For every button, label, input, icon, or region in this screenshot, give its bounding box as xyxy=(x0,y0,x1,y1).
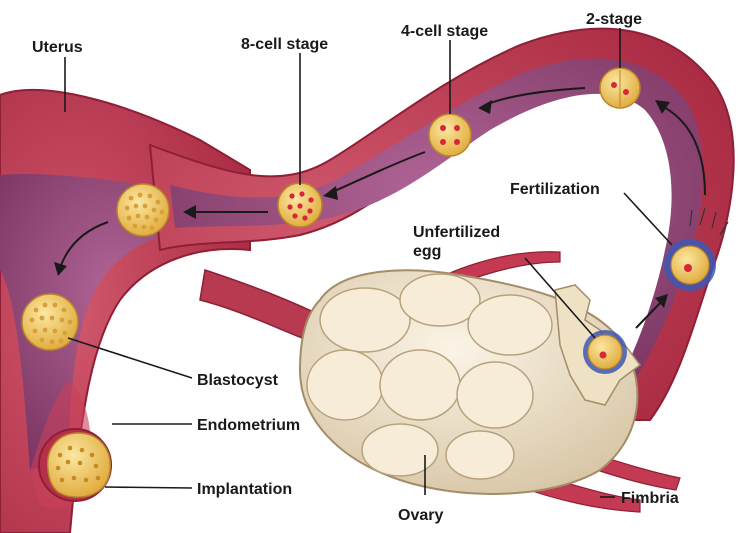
implanted-embryo xyxy=(39,429,111,501)
implantation-label: Implantation xyxy=(197,481,292,498)
blastocyst xyxy=(22,294,78,350)
eight-cell-stage-label: 8-cell stage xyxy=(241,36,328,53)
two-stage-label: 2-stage xyxy=(586,11,642,28)
unfertilized-egg-label-line1: Unfertilized xyxy=(413,224,500,241)
morula xyxy=(117,184,169,236)
ovary-label: Ovary xyxy=(398,507,443,524)
blastocyst-label: Blastocyst xyxy=(197,372,279,389)
two-cell-embryo xyxy=(600,68,640,108)
eight-cell-embryo xyxy=(278,183,322,227)
four-cell-embryo xyxy=(429,114,471,156)
uterus-label: Uterus xyxy=(32,39,83,56)
unfertilized-egg xyxy=(583,330,627,374)
four-cell-stage-label: 4-cell stage xyxy=(401,23,488,40)
fimbria-label: Fimbria xyxy=(621,490,679,507)
fertilization-label: Fertilization xyxy=(510,181,600,198)
unfertilized-egg-label-line2: egg xyxy=(413,243,441,260)
endometrium-label: Endometrium xyxy=(197,417,300,434)
ovary xyxy=(300,270,640,494)
